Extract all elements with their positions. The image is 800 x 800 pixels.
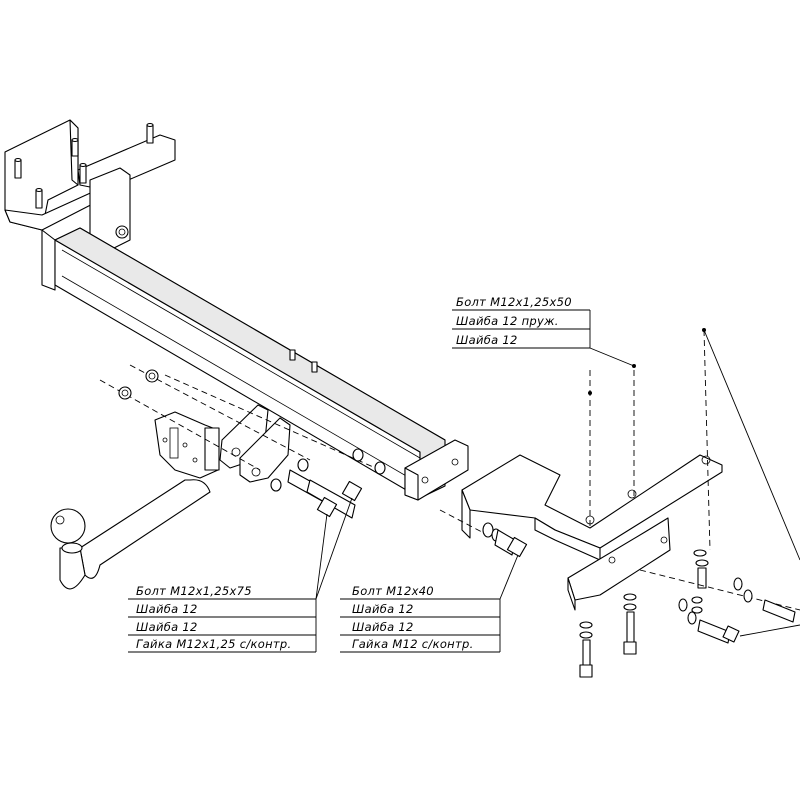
callout-middle-line-3: Шайба 12 bbox=[352, 620, 414, 634]
left-hardware-lines bbox=[99, 364, 381, 471]
callout-top-line-2: Шайба 12 пруж. bbox=[456, 314, 559, 328]
tow-ball-assembly bbox=[50, 411, 220, 590]
beam-end-plate bbox=[404, 439, 469, 501]
callout-top-line-3: Шайба 12 bbox=[456, 333, 518, 347]
callout-middle-line-2: Шайба 12 bbox=[352, 602, 414, 616]
right-mounting-bracket bbox=[461, 454, 723, 611]
left-mounting-bracket bbox=[4, 119, 176, 291]
callout-left-line-4: Гайка M12x1,25 с/контр. bbox=[136, 637, 291, 651]
callout-top: Болт M12x1,25x50 Шайба 12 пруж. Шайба 12 bbox=[452, 295, 635, 367]
callout-middle-line-1: Болт M12x40 bbox=[352, 584, 434, 598]
right-bolts bbox=[579, 328, 800, 678]
callout-middle: Болт M12x40 Шайба 12 Шайба 12 Гайка M12 … bbox=[340, 554, 519, 653]
left-bolts bbox=[270, 448, 386, 519]
callout-top-line-1: Болт M12x1,25x50 bbox=[456, 295, 572, 309]
callout-left: Болт M12x1,25x75 Шайба 12 Шайба 12 Гайка… bbox=[128, 497, 353, 653]
callout-middle-line-4: Гайка M12 с/контр. bbox=[352, 637, 474, 651]
callout-left-line-3: Шайба 12 bbox=[136, 620, 198, 634]
callout-left-line-1: Болт M12x1,25x75 bbox=[136, 584, 252, 598]
callout-left-line-2: Шайба 12 bbox=[136, 602, 198, 616]
middle-hardware bbox=[439, 509, 528, 558]
